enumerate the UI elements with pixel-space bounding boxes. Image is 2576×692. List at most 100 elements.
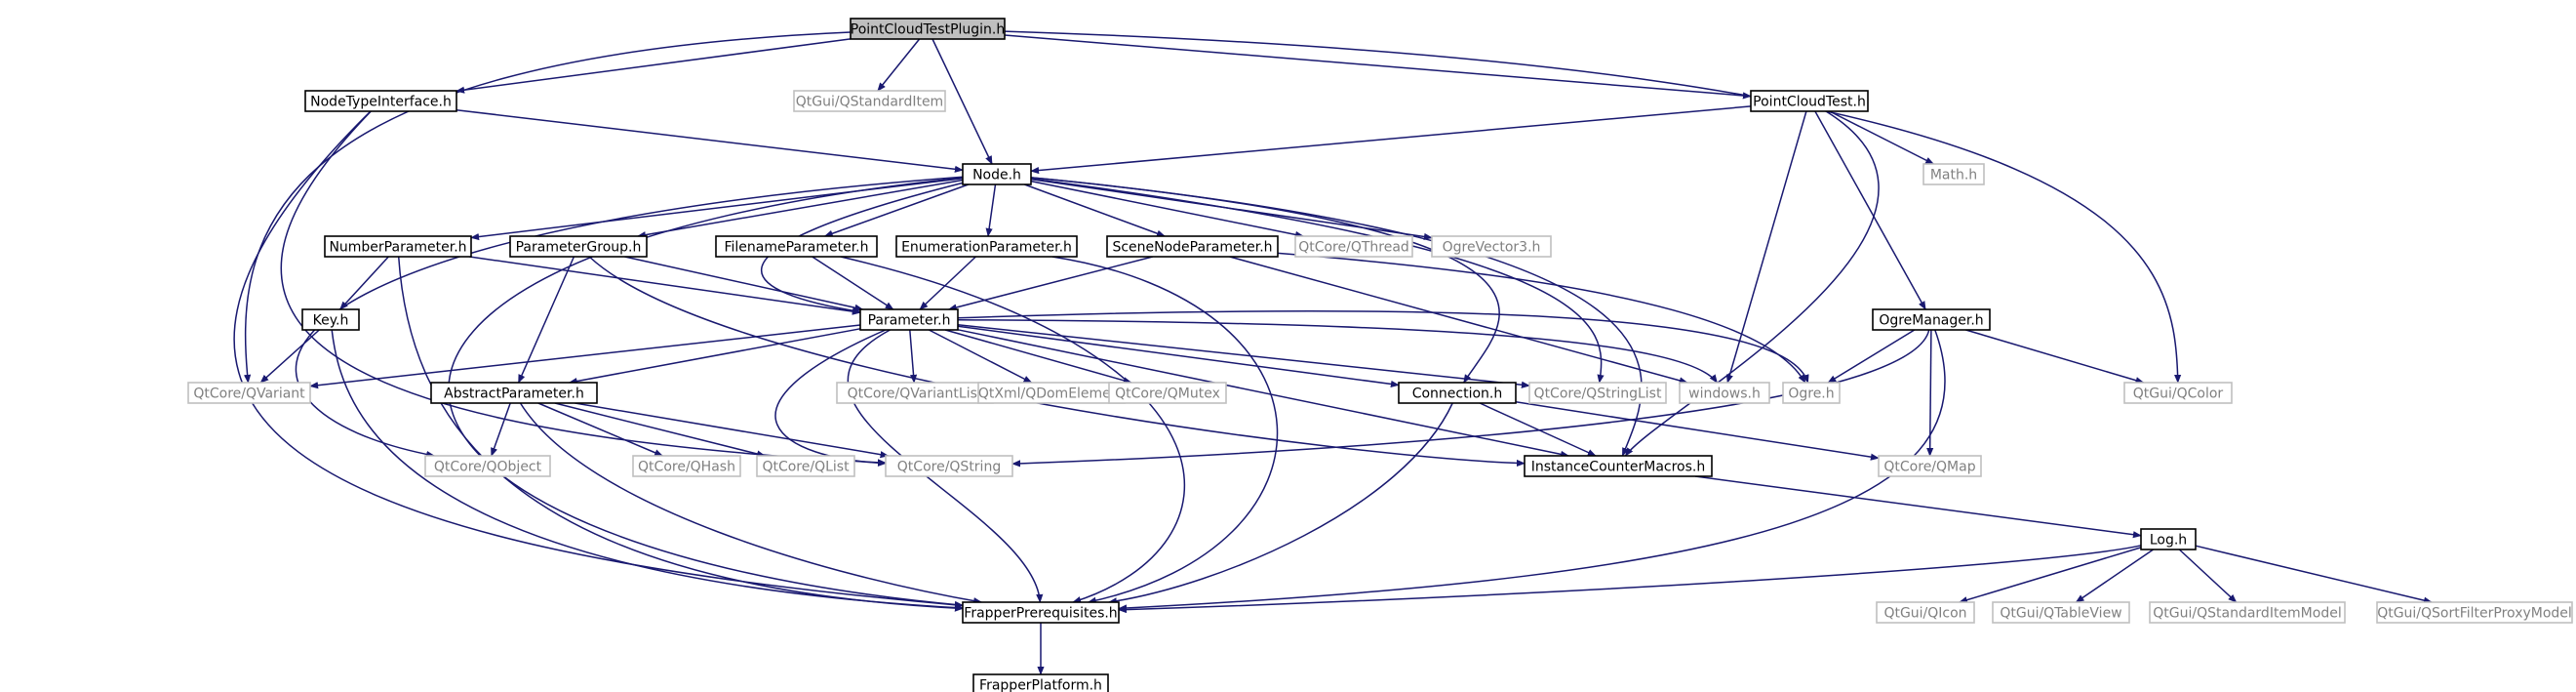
node-label: QtCore/QHash	[638, 460, 735, 475]
edge-abs-to-qhash	[537, 402, 664, 457]
edge-param-to-qmtx	[944, 329, 1132, 385]
node-box	[509, 235, 648, 258]
node-label: NumberParameter.h	[329, 240, 466, 256]
node-box	[2376, 601, 2573, 624]
node-label: FrapperPlatform.h	[979, 678, 1102, 692]
edge-fnp-to-fpre	[840, 256, 1185, 603]
node-box	[2140, 528, 2197, 550]
node-box	[1878, 455, 1982, 477]
node-node[interactable]: Node.h	[962, 163, 1032, 185]
node-label: FrapperPrerequisites.h	[964, 606, 1117, 622]
edge-log-to-qicon	[1959, 547, 2142, 604]
node-label: Key.h	[313, 313, 349, 329]
edge-pct-to-math	[1829, 110, 1935, 165]
node-box	[304, 90, 457, 112]
node-log[interactable]: Log.h	[2140, 528, 2197, 550]
edge-node-to-conn	[1030, 177, 1500, 384]
node-pgrp[interactable]: ParameterGroup.h	[509, 235, 648, 258]
edge-nump-to-param	[469, 256, 861, 315]
node-snp[interactable]: SceneNodeParameter.h	[1106, 235, 1279, 258]
node-conn[interactable]: Connection.h	[1398, 382, 1517, 404]
node-label: QtCore/QString	[897, 460, 1001, 475]
node-ov3: OgreVector3.h	[1431, 235, 1552, 258]
node-icm[interactable]: InstanceCounterMacros.h	[1524, 455, 1713, 477]
edge-key-to-qvar	[259, 329, 320, 384]
node-box	[1992, 601, 2130, 624]
node-label: OgreVector3.h	[1443, 240, 1541, 256]
node-qvl: QtCore/QVariantList	[836, 382, 994, 404]
edges-layer	[233, 30, 2433, 675]
edge-snp-to-win	[1229, 256, 1688, 385]
edge-param-to-conn	[957, 325, 1400, 387]
node-ogm[interactable]: OgreManager.h	[1872, 308, 1991, 331]
node-abs[interactable]: AbstractParameter.h	[430, 382, 598, 404]
node-label: OgreManager.h	[1879, 313, 1983, 329]
node-box	[962, 601, 1120, 624]
edge-log-to-qsim	[2178, 549, 2238, 603]
edge-pct-to-ogm	[1814, 110, 1926, 310]
edge-abs-to-qobj	[491, 402, 511, 457]
node-box	[1872, 308, 1991, 331]
node-label: InstanceCounterMacros.h	[1531, 460, 1705, 475]
node-qmap: QtCore/QMap	[1878, 455, 1982, 477]
node-qtv: QtGui/QTableView	[1992, 601, 2130, 624]
node-box	[1106, 235, 1279, 258]
node-enp[interactable]: EnumerationParameter.h	[895, 235, 1078, 258]
edge-nti-to-node	[456, 108, 964, 173]
node-label: QtCore/QVariant	[193, 387, 305, 402]
edge-root-to-qcol	[1004, 30, 2182, 384]
edge-root-to-nti	[456, 38, 852, 94]
node-label: QtGui/QColor	[2133, 387, 2224, 402]
node-box	[632, 455, 741, 477]
node-nump[interactable]: NumberParameter.h	[324, 235, 472, 258]
node-box	[1108, 382, 1227, 404]
node-box	[1294, 235, 1413, 258]
node-fpre[interactable]: FrapperPrerequisites.h	[962, 601, 1120, 624]
node-label: Parameter.h	[868, 313, 951, 329]
node-fplat[interactable]: FrapperPlatform.h	[972, 673, 1109, 692]
node-pct[interactable]: PointCloudTest.h	[1750, 90, 1869, 112]
node-qobj: QtCore/QObject	[424, 455, 551, 477]
node-box	[895, 235, 1078, 258]
edge-pct-to-node	[1030, 105, 1752, 175]
node-box	[1528, 382, 1667, 404]
edge-ogm-to-fpre	[1118, 329, 1946, 612]
node-label: QtGui/QStandardItemModel	[2153, 606, 2341, 622]
node-fnp[interactable]: FilenameParameter.h	[715, 235, 878, 258]
node-box	[756, 455, 855, 477]
node-box	[1679, 382, 1770, 404]
edge-conn-to-fpre	[1108, 402, 1453, 605]
node-qthr: QtCore/QThread	[1294, 235, 1413, 258]
node-label: NodeTypeInterface.h	[310, 95, 452, 110]
edge-param-to-win	[957, 318, 1719, 384]
edge-param-to-qvar	[309, 324, 861, 389]
node-qde: QtXml/QDomElement	[977, 382, 1126, 404]
edge-nti-to-qstr	[280, 110, 887, 467]
node-label: QtGui/QTableView	[2000, 606, 2121, 622]
node-nti[interactable]: NodeTypeInterface.h	[304, 90, 457, 112]
edge-pct-to-icm	[1624, 110, 1880, 457]
node-win: windows.h	[1679, 382, 1770, 404]
edge-param-to-qde	[929, 329, 1033, 384]
node-param[interactable]: Parameter.h	[859, 308, 959, 331]
node-key[interactable]: Key.h	[301, 308, 360, 331]
edge-param-to-qvl	[909, 329, 918, 384]
node-label: Connection.h	[1412, 387, 1503, 402]
edge-pgrp-to-icm	[588, 256, 1526, 468]
node-qmtx: QtCore/QMutex	[1108, 382, 1227, 404]
node-root[interactable]: PointCloudTestPlugin.h	[850, 18, 1006, 40]
node-box	[885, 455, 1013, 477]
edge-ogm-to-ogre	[1827, 329, 1916, 384]
node-qvar: QtCore/QVariant	[187, 382, 311, 404]
edge-node-to-param	[760, 182, 964, 314]
node-label: PointCloudTest.h	[1753, 95, 1866, 110]
edge-node-to-icm	[1030, 177, 1643, 457]
edge-ogm-to-qcol	[1965, 329, 2145, 385]
node-label: Ogre.h	[1788, 387, 1834, 402]
edge-node-to-enp	[985, 183, 997, 237]
node-qcol: QtGui/QColor	[2123, 382, 2233, 404]
node-box	[972, 673, 1109, 692]
edge-node-to-qsl	[1030, 178, 1605, 384]
node-label: QtCore/QVariantList	[848, 387, 983, 402]
